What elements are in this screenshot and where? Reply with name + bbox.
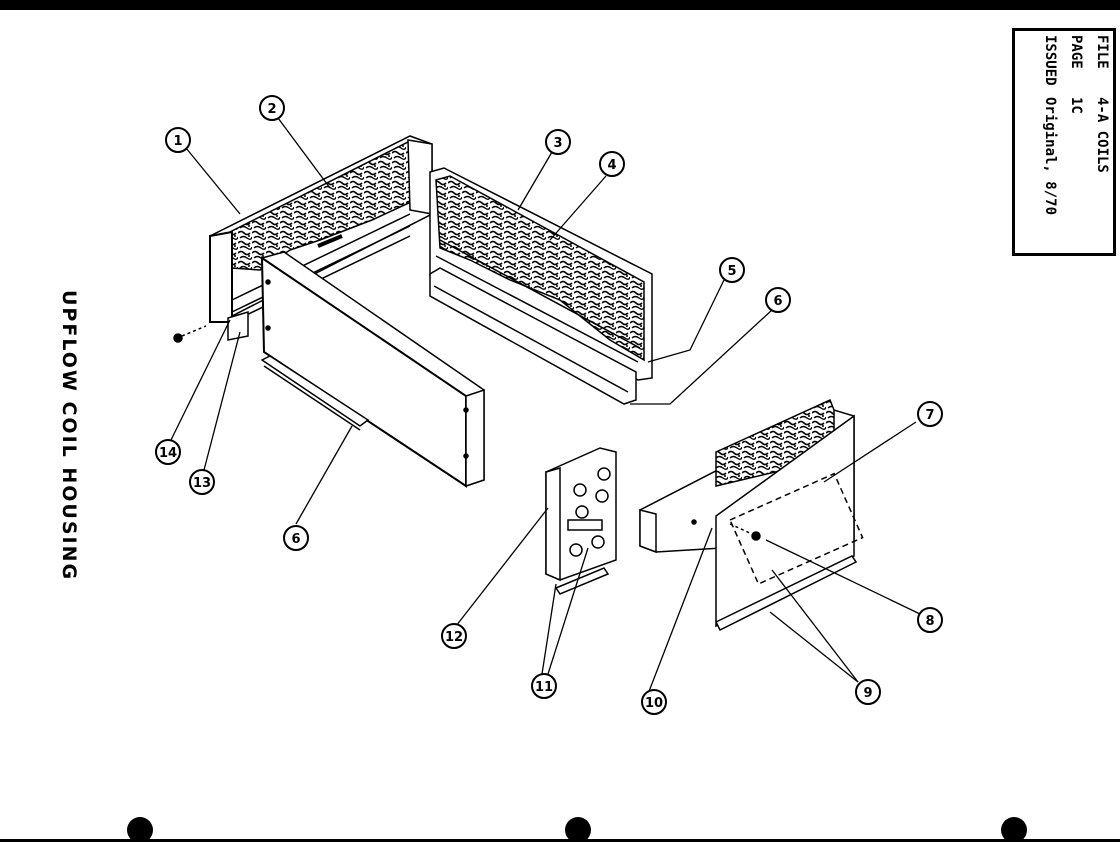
right-side-panel: [639, 398, 864, 632]
callout-1: 1: [165, 127, 191, 153]
callout-8: 8: [917, 607, 943, 633]
callout-11-label: 11: [535, 680, 553, 695]
callouts: 1 2 3 4 5 6 6 7 8 9 10 11 12 13 14: [155, 95, 943, 715]
callout-8-label: 8: [925, 614, 934, 629]
callout-12: 12: [441, 623, 467, 649]
callout-9: 9: [855, 679, 881, 705]
mounting-bracket: [545, 447, 617, 595]
callout-10: 10: [641, 689, 667, 715]
callout-11: 11: [531, 673, 557, 699]
callout-9-label: 9: [863, 686, 872, 701]
callout-5-label: 5: [727, 264, 736, 279]
callout-6-bottom-label: 6: [291, 532, 300, 547]
file-info-box: FILE 4-A COILS PAGE 1C ISSUED Original, …: [1012, 28, 1116, 256]
callout-2: 2: [259, 95, 285, 121]
callout-14: 14: [155, 439, 181, 465]
callout-3: 3: [545, 129, 571, 155]
screw-left: [173, 325, 207, 343]
callout-6-bottom: 6: [283, 525, 309, 551]
leader-lines: [169, 117, 921, 695]
callout-5: 5: [719, 257, 745, 283]
right-insulated-panel: [429, 167, 653, 405]
scan-border-top: [0, 0, 1120, 10]
binder-holes: [127, 817, 1027, 842]
callout-3-label: 3: [553, 136, 562, 151]
callout-2-label: 2: [267, 102, 276, 117]
callout-7-label: 7: [925, 408, 934, 423]
callout-1-label: 1: [173, 134, 182, 149]
callout-13: 13: [189, 469, 215, 495]
front-access-panel: [260, 251, 485, 488]
callout-10-label: 10: [645, 696, 663, 711]
callout-14-label: 14: [159, 446, 177, 461]
callout-6-top-label: 6: [773, 294, 782, 309]
callout-13-label: 13: [193, 476, 211, 491]
callout-4-label: 4: [607, 158, 616, 173]
bottom-rail-left: [260, 355, 370, 431]
callout-4: 4: [599, 151, 625, 177]
callout-7: 7: [917, 401, 943, 427]
callout-6-top: 6: [765, 287, 791, 313]
scan-border-bottom: [0, 839, 1120, 842]
callout-12-label: 12: [445, 630, 463, 645]
